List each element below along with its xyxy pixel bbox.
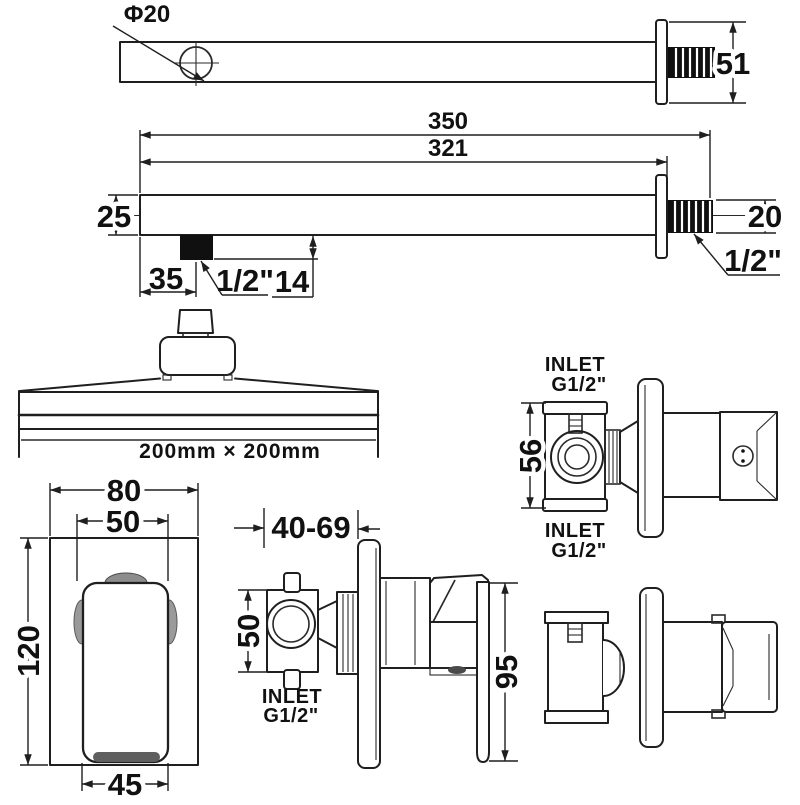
cap-screw	[732, 445, 754, 467]
handle-lever	[476, 581, 490, 763]
connector-length-dimension: 14	[214, 236, 318, 299]
cartridge-thread-section	[336, 591, 359, 675]
label-inlet-bottom: INLET	[545, 520, 605, 542]
plate-height-dimension: 120	[7, 537, 51, 766]
inlet-port-bottom	[283, 669, 301, 690]
thread-block-top-view	[668, 47, 715, 78]
valve-knob-outer	[266, 599, 316, 649]
escutcheon-flange-side	[357, 539, 381, 769]
dim-body-height: 56	[513, 439, 548, 473]
dim-connector-offset: 35	[149, 261, 183, 296]
head-connector-nipple	[180, 235, 213, 260]
dim-wall-thread-size: 20	[748, 199, 782, 234]
dim-wall-depth-range: 40-69	[271, 510, 350, 545]
handle-bottom-dimension: 45	[81, 763, 169, 805]
wall-thread-block	[668, 200, 713, 233]
wall-flange-top-view	[655, 19, 668, 105]
label-connector-thread: 1/2"	[216, 263, 274, 298]
handle-collar	[429, 621, 479, 669]
label-inlet-bottom-thread: G1/2"	[551, 540, 606, 562]
overall-length-dimension: 350	[139, 108, 711, 198]
dim-arm-length: 321	[428, 135, 468, 162]
flange-plate-2	[639, 587, 664, 748]
head-plate	[17, 377, 380, 458]
arm-top-view: Φ20 51	[112, 1, 755, 105]
valve-sleeve	[662, 412, 721, 498]
wall-depth-dimension: 40-69	[234, 508, 380, 548]
knob-dome	[602, 639, 625, 697]
hole-leader-line	[112, 25, 205, 82]
head-nut	[177, 309, 214, 334]
dim-handle-width: 50	[106, 504, 140, 539]
dim-connector-length: 14	[275, 264, 310, 299]
valve-handle-front	[81, 581, 170, 764]
inlet-cap-bottom	[542, 498, 608, 512]
valve-front-view: 80 50 120 45	[7, 469, 199, 805]
arm-side-outline	[139, 194, 658, 236]
dim-plate-width: 80	[107, 473, 141, 508]
outlet-thread-stub	[604, 429, 621, 485]
wall-thread-dimension: 20	[716, 195, 787, 239]
dim-arm-height: 25	[97, 199, 131, 234]
dim-flange-size: 51	[716, 46, 750, 81]
flange-plate-back	[637, 378, 664, 538]
valve-sleeve-2	[662, 621, 723, 713]
valve-stem-2	[567, 622, 583, 643]
knob-ring-mid	[557, 437, 597, 477]
inlet-port-top	[283, 572, 301, 593]
inlet-cap-top-2	[544, 611, 609, 624]
dim-inlet-spacing: 50	[231, 614, 266, 648]
valve-back-view: INLET G1/2"	[509, 354, 778, 562]
arm-height-dimension: 25	[92, 194, 138, 239]
arm-length-dimension: 321	[140, 135, 668, 177]
label-inlet: INLET	[262, 686, 322, 708]
valve-side-view: 40-69 50 95 INLET G1/2"	[227, 508, 529, 769]
shower-head-view: 200mm × 200mm	[17, 309, 380, 463]
valve-end-cap-2	[721, 621, 778, 713]
inlet-cap-bottom-2	[544, 710, 609, 724]
flange-height-dimension: 51	[669, 21, 755, 104]
wall-thread-label: 1/2"	[693, 233, 782, 278]
dim-handle-height: 95	[489, 655, 524, 689]
knob-ring-inner	[564, 444, 590, 470]
handle-set-screw	[448, 666, 466, 674]
inlet-cap-top	[542, 401, 608, 415]
trim-cylinder	[379, 577, 431, 669]
dim-plate-height: 120	[11, 625, 46, 677]
handle-bottom-shade	[93, 752, 160, 762]
body-height-dimension: 56	[509, 402, 553, 509]
dim-handle-bottom-width: 45	[108, 767, 142, 800]
arm-side-view: 350 321 25 20 35 1/2"	[92, 108, 787, 299]
label-wall-thread: 1/2"	[724, 243, 782, 278]
label-head-size: 200mm × 200mm	[139, 440, 321, 463]
label-inlet-top: INLET	[545, 354, 605, 376]
connector-thread-label: 1/2"	[200, 260, 274, 298]
connector-offset-dimension: 35	[139, 237, 197, 297]
knob-ring-outer	[550, 430, 604, 484]
label-inlet-top-thread: G1/2"	[551, 374, 606, 396]
plate-width-dimension: 80	[49, 469, 199, 536]
head-ball-joint	[159, 336, 236, 376]
dim-hole-diameter: Φ20	[124, 1, 170, 28]
wall-flange-side-view	[655, 174, 668, 259]
valve-knob-inner	[272, 605, 310, 643]
valve-back-view-2	[544, 587, 778, 748]
inlet-spacing-dimension: 50	[227, 589, 271, 673]
handle-width-dimension: 50	[76, 500, 169, 581]
label-inlet-thread: G1/2"	[263, 705, 318, 727]
flange-cone	[619, 420, 639, 494]
valve-end-cap	[719, 411, 778, 501]
rough-valve-body-2	[547, 622, 604, 713]
dim-overall-length: 350	[428, 108, 468, 135]
valve-stem	[568, 413, 583, 434]
handle-height-dimension: 95	[485, 582, 529, 762]
